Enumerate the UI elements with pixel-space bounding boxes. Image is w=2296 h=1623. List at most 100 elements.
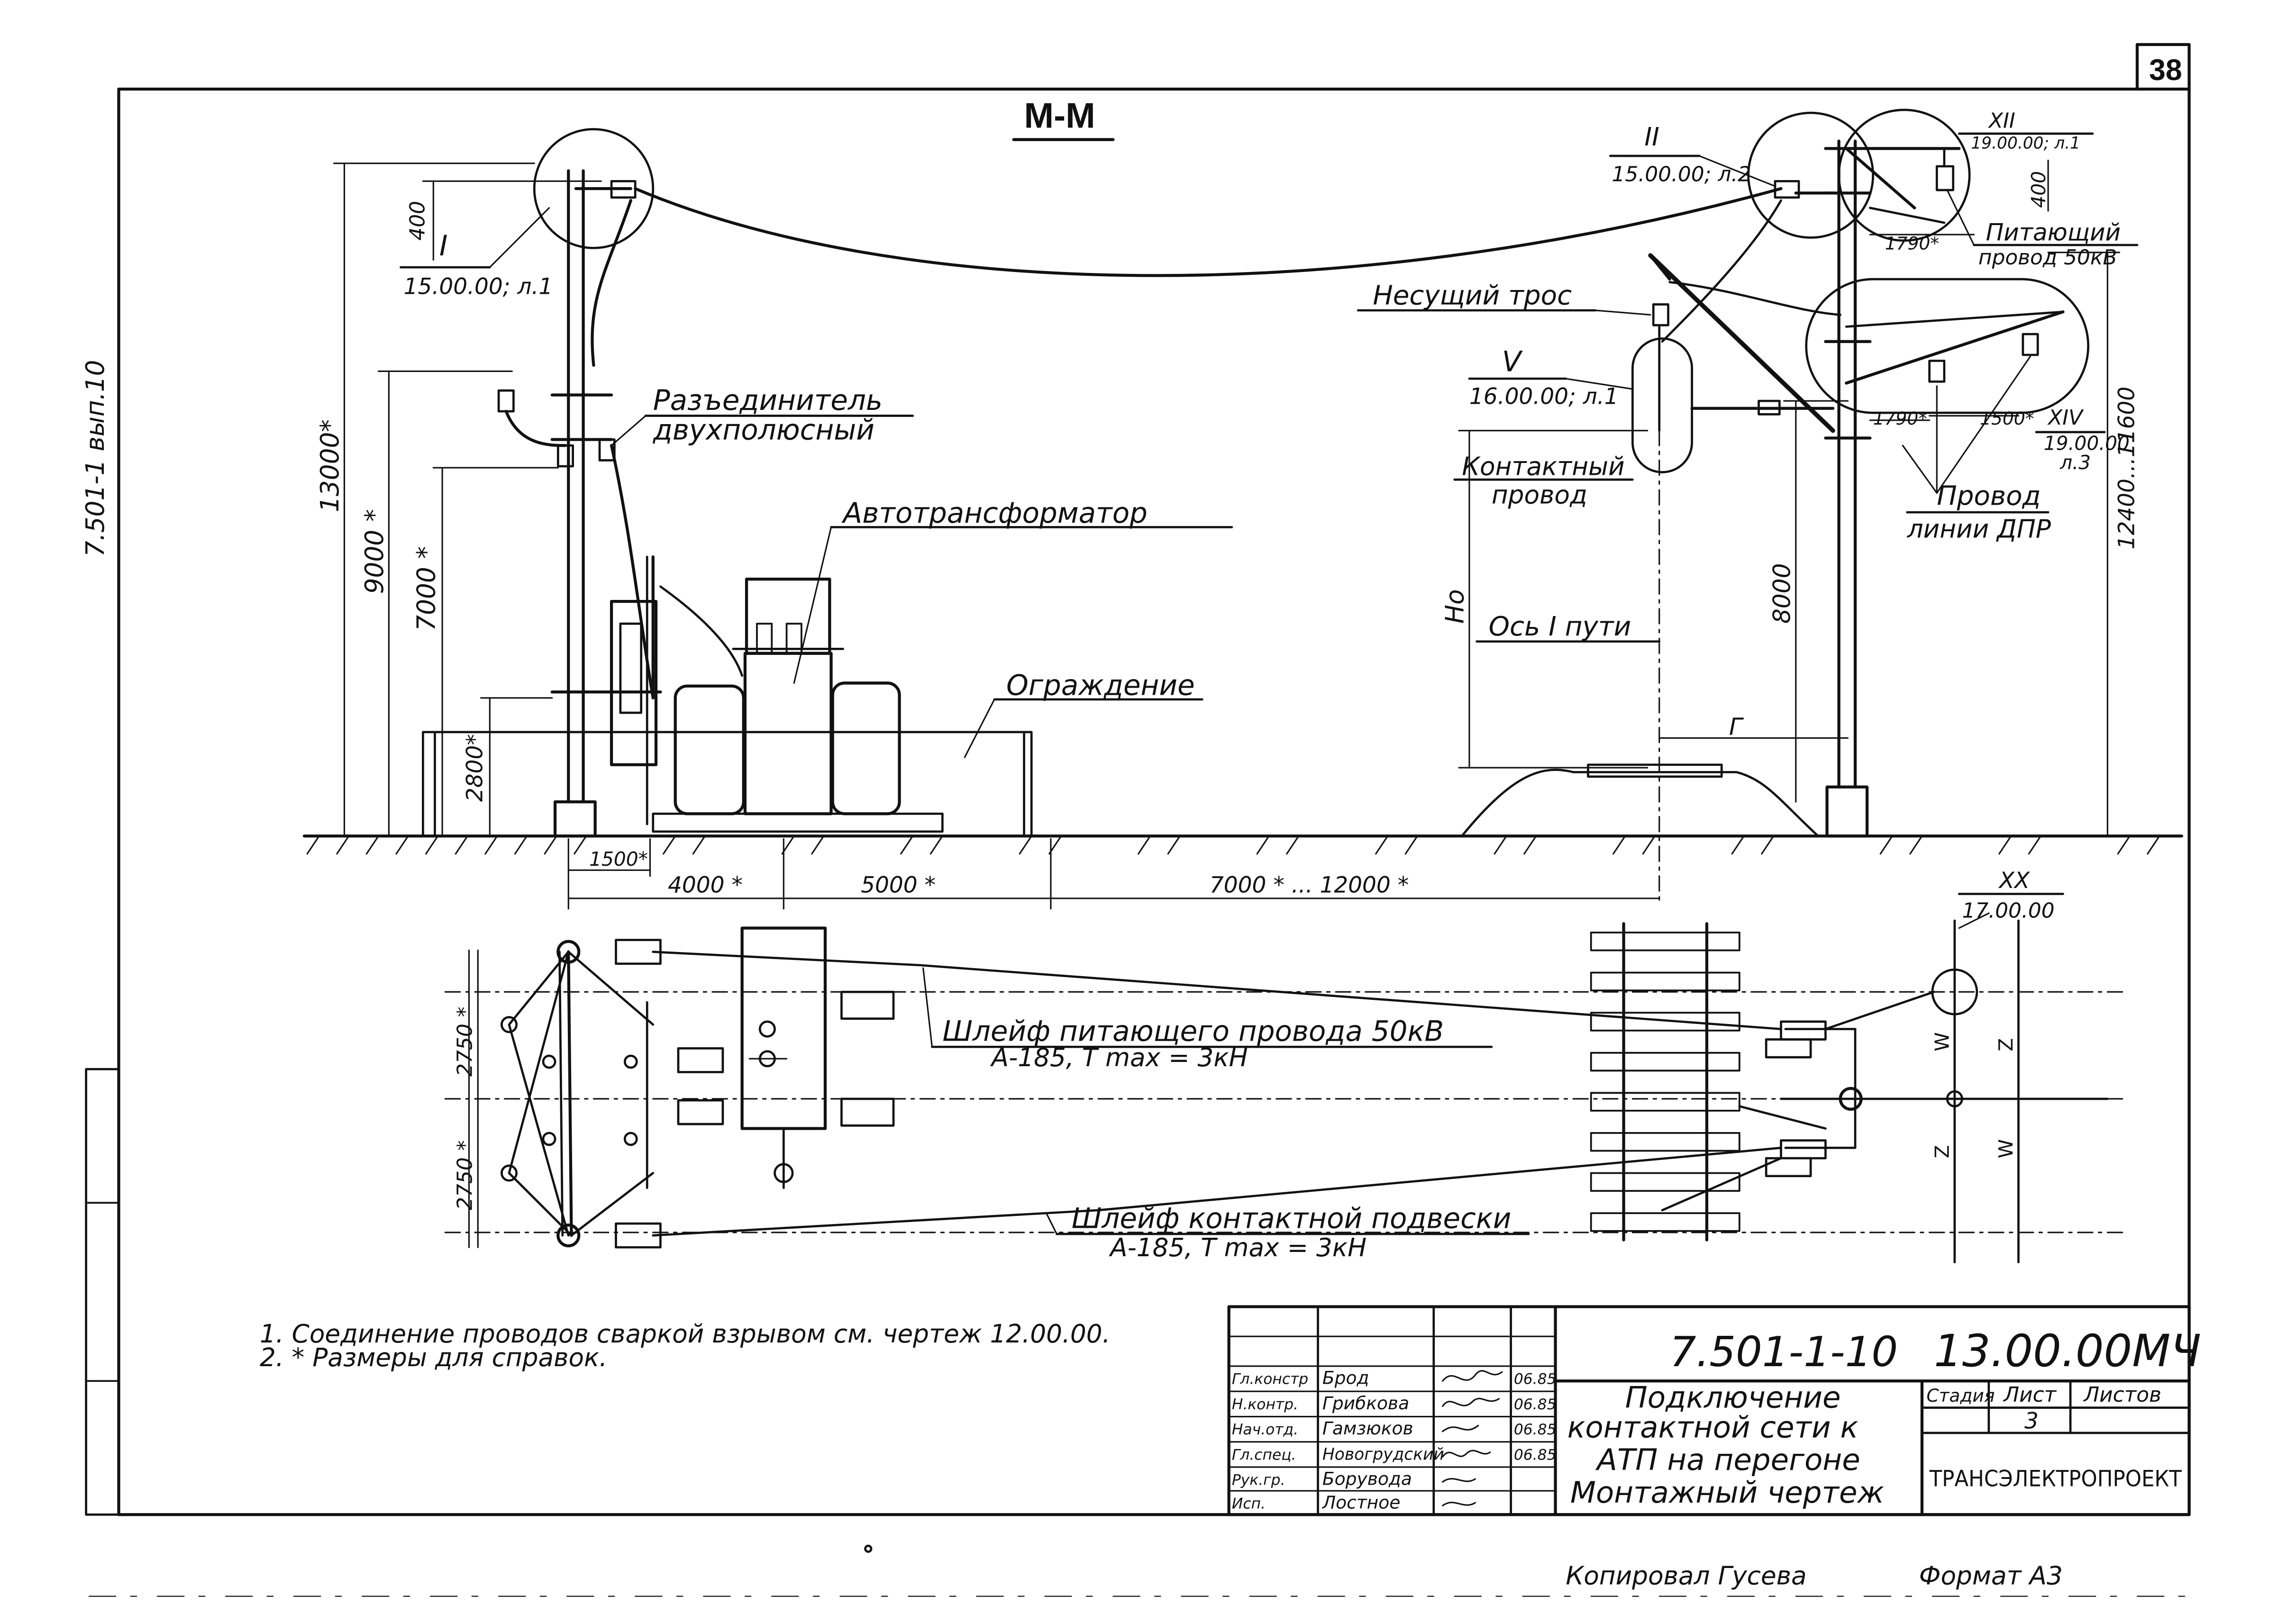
dim-8000: 8000 [1768,563,1795,624]
dim-1790-top: 1790* [1885,233,1939,254]
signer-role: Рук.гр. [1232,1472,1285,1489]
signer-date: 06.85 [1514,1396,1557,1413]
detail-oval-XIV [1805,278,2089,414]
feeder-span-wire [634,187,1783,277]
dim-H0: Но [1440,589,1469,624]
plan-mark-w1: W [1931,1032,1953,1051]
organization: ТРАНСЭЛЕКТРОПРОЕКТ [1929,1466,2182,1492]
callout-XIV-ref: 19.00.00 [2044,432,2130,454]
signer-name: Гамзюков [1322,1418,1413,1439]
detail-circle-I [533,128,655,249]
sheet-frame [85,43,2191,1516]
label-disconnector-2: двухполюсный [653,414,875,447]
dim-9000: 9000 * [360,509,389,594]
title-line-4: Монтажный чертеж [1570,1475,1884,1510]
signer-role: Нач.отд. [1232,1421,1298,1438]
signer-name: Брод [1322,1367,1369,1388]
dim-2800: 2800* [462,734,488,802]
label-messenger: Несущий трос [1373,280,1572,311]
stray-mark [864,1544,873,1553]
dim-1500: 1500* [1980,408,2034,429]
title-line-1: Подключение [1625,1380,1841,1415]
plan-view [444,912,2123,1263]
label-fence: Ограждение [1006,669,1195,702]
signer-date: 06.85 [1514,1370,1557,1387]
signer-name: Борувода [1322,1469,1412,1489]
callout-XX-ref: 17.00.00 [1962,899,2054,923]
dim-7000-12000: 7000 * ... 12000 * [1210,872,1409,898]
label-contact-loop-1: Шлейф контактной подвески [1072,1202,1512,1235]
callout-V [1468,377,1633,390]
left-dimension-lines [333,163,602,837]
callout-II-ref: 15.00.00; л.2 [1612,162,1751,186]
detail-oval-V [1631,337,1693,473]
signer-role: Исп. [1232,1496,1266,1513]
dim-G: Г [1729,713,1744,741]
dim-2750-a: 2750 * [453,1006,477,1076]
callout-XIV-number: XIV [2047,406,2084,430]
sheet-header: Лист [2003,1383,2057,1407]
label-dpr-2: линии ДПР [1907,514,2051,544]
dim-12400-11600: 12400...11600 [2114,387,2140,550]
title-line-3: АТП на перегоне [1595,1442,1860,1477]
label-contact-loop-2: А-185, Т max = 3кН [1109,1233,1367,1262]
signatures [1441,1370,1503,1507]
doc-code: 7.501-1-10 [1670,1328,1898,1376]
dim-1790: 1790* [1873,408,1927,429]
horizontal-dimension-chain [567,838,1660,910]
track-ballast [1460,763,1820,837]
right-dimension-lines [1458,159,2120,907]
dim-400-right: 400 [2027,171,2050,208]
signer-name: Грибкова [1322,1393,1409,1414]
callout-II [1609,154,1775,187]
signer-role: Гл.констр [1232,1370,1308,1387]
callout-I-ref: 15.00.00; л.1 [404,273,553,299]
sheet-number: 38 [2149,54,2182,87]
callout-II-number: II [1644,122,1659,152]
label-feeder-loop-1: Шлейф питающего провода 50кВ [942,1016,1444,1048]
callout-V-ref: 16.00.00; л.1 [1469,383,1619,409]
plan-mark-w2: W [1995,1139,2017,1158]
callout-XX-number: XX [1998,868,2031,894]
right-support-pole [1794,139,1961,838]
label-autotransformer: Автотрансформатор [841,497,1148,530]
callout-I [400,207,550,269]
drive-mechanism [610,555,743,825]
fence [422,731,1033,837]
label-feeder-loop-2: А-185, Т max = 3кН [990,1043,1248,1072]
note-1: 1. Соединение проводов сваркой взрывом с… [260,1319,1111,1349]
right-insulators [1652,147,2039,416]
callout-XIV-ref2: л.3 [2059,451,2091,474]
label-contact-wire-1: Контактный [1462,452,1624,481]
footer-copied: Копировал Гусева [1566,1561,1806,1591]
section-title: М-М [1024,95,1095,135]
dim-400-left: 400 [406,201,430,241]
dim-7000: 7000 * [411,546,441,631]
note-2: 2. * Размеры для справок. [260,1343,607,1372]
label-contact-wire-2: провод [1492,480,1587,509]
label-disconnector-1: Разъединитель [653,384,883,417]
signer-name: Лостное [1321,1492,1400,1513]
footer-format: Формат А3 [1919,1561,2063,1591]
title-line-2: контактной сети к [1567,1410,1859,1444]
callout-XII-number: XII [1988,109,2015,133]
side-code: 7.501-1 вып.10 [81,360,110,557]
dim-2750-b: 2750 * [453,1140,477,1210]
drawing-code: 13.00.00МЧ [1934,1325,2201,1377]
plan-mark-z2: Z [1995,1038,2017,1052]
sheets-header: Листов [2083,1383,2161,1407]
dim-1500-bottom: 1500* [589,848,648,870]
signer-name: Новогрудский [1322,1445,1444,1464]
label-dpr-1: Провод [1937,481,2041,511]
detail-circle-XII [1838,109,1971,242]
autotransformer [652,577,944,833]
label-feeder-2: провод 50кВ [1978,245,2117,270]
plan-mark-z1: Z [1931,1145,1953,1158]
signer-role: Н.контр. [1232,1396,1298,1413]
signer-date: 06.85 [1514,1421,1557,1438]
signer-role: Гл.спец. [1232,1446,1296,1463]
callout-V-number: V [1502,345,1523,378]
dim-5000: 5000 * [861,872,936,898]
dim-4000: 4000 * [668,872,743,898]
